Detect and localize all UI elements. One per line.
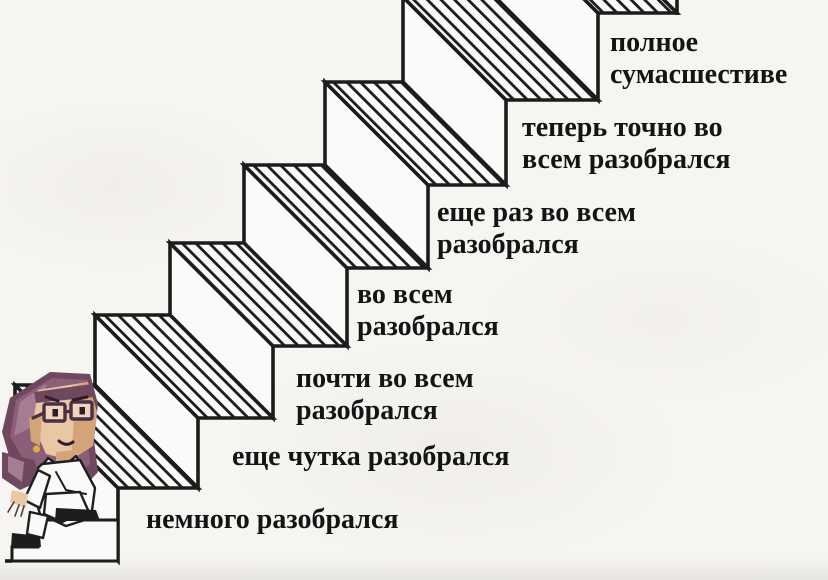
- step-label-7: полное сумасшестиве: [610, 27, 788, 90]
- mouth: [57, 439, 75, 446]
- climbing-character: [2, 372, 100, 547]
- character-rear-leg: [25, 510, 50, 540]
- stair-tread-hatched: [403, 0, 603, 102]
- rear-shoe: [11, 533, 41, 547]
- earring: [33, 445, 40, 453]
- stair-tread-hatched: [320, 80, 511, 187]
- step-label-4: во всем разобрался: [357, 279, 499, 342]
- character-hand: [10, 490, 28, 508]
- step-label-1: немного разобрался: [146, 504, 399, 535]
- stair-tread-hatched: [239, 163, 433, 270]
- stair-tread-hatched: [582, 0, 682, 15]
- stair-tread-hatched: [90, 313, 278, 420]
- step-label-6: теперь точно во всем разобрался: [522, 112, 731, 175]
- step-label-5: еще раз во всем разобрался: [437, 197, 636, 260]
- right-eye: [79, 407, 85, 415]
- character-arm: [22, 468, 52, 510]
- front-shoe: [55, 508, 100, 521]
- step-label-2: еще чутка разобрался: [232, 441, 510, 472]
- glasses-bridge: [63, 409, 73, 414]
- staircase: [5, 0, 682, 566]
- left-eye: [52, 409, 58, 417]
- eyebrows: [44, 395, 89, 403]
- step-label-3: почти во всем разобрался: [296, 363, 474, 426]
- character-ear: [29, 412, 42, 446]
- stair-tread-hatched: [165, 241, 352, 348]
- glasses-temple: [31, 411, 46, 420]
